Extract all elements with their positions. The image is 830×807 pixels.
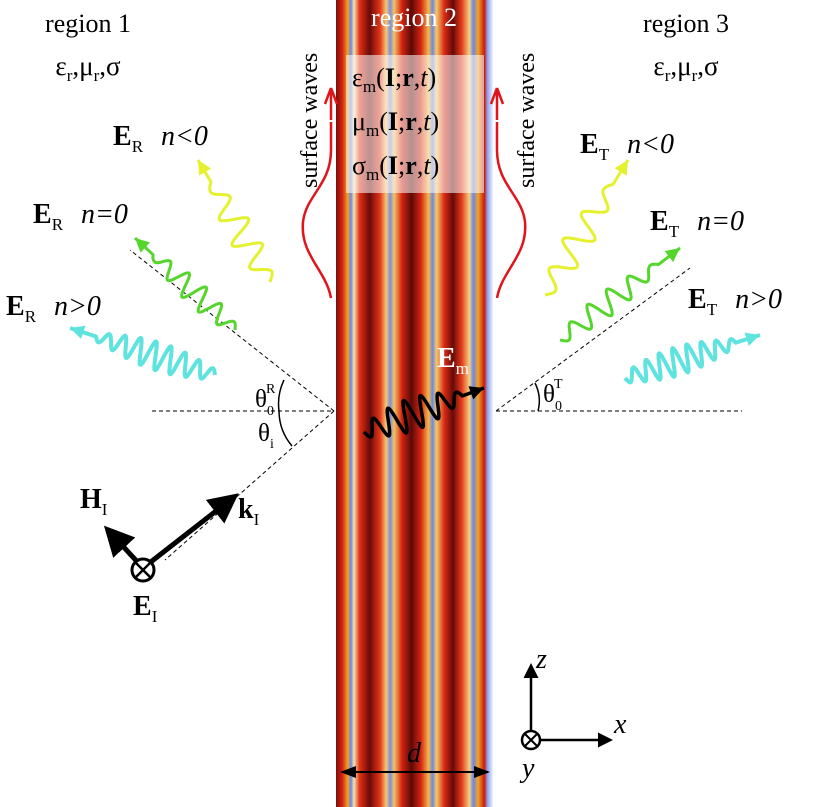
y-axis-label: y — [519, 753, 535, 784]
reflected-wave-n-pos — [69, 325, 217, 381]
region-1-label: region 1 — [45, 9, 131, 38]
region-3-params: εr,μr,σ — [653, 51, 719, 85]
wave-arrowhead — [744, 332, 760, 346]
angle-arc-transmit — [534, 382, 541, 412]
wave-arrowhead — [135, 238, 151, 253]
surface-wave-left — [301, 122, 333, 299]
slab-params-box — [346, 55, 484, 193]
theta-0-T-label: θ0T — [543, 377, 563, 414]
sigma-m-label: σm(I;r,t) — [352, 151, 439, 184]
transmitted-wave-n-pos — [623, 332, 761, 385]
thickness-arrowhead-left — [340, 766, 356, 778]
thickness-label: d — [407, 738, 422, 769]
incident-ray-line — [164, 410, 335, 561]
angle-arc-reflect — [277, 379, 285, 412]
k-vector-label: kI — [238, 494, 260, 529]
thickness-arrowhead-right — [474, 766, 490, 778]
transmitted-ray-line — [495, 267, 691, 412]
angle-arc-incident — [278, 410, 293, 447]
region-3-label: region 3 — [643, 9, 729, 38]
wave-path — [559, 246, 681, 343]
eps-m-label: εm(I;r,t) — [352, 63, 436, 96]
wave-path — [69, 326, 217, 381]
surface-wave-left-arrow — [323, 87, 339, 120]
wave-path — [623, 333, 761, 385]
transmitted-wave-n-neg — [544, 159, 630, 297]
e-field-into-page-icon — [130, 557, 156, 583]
internal-wave — [362, 386, 485, 439]
y-axis-into-page-icon — [520, 729, 542, 751]
theta-i-label: θi — [258, 420, 274, 452]
surface-wave-right-arrow — [489, 87, 505, 120]
transmitted-wave-n-zero — [559, 246, 681, 343]
k-vector-arrow — [141, 493, 239, 570]
wave-arrowhead — [70, 325, 86, 339]
wave-path — [133, 236, 237, 331]
z-axis-label: z — [535, 644, 547, 675]
reflected-wave-n-neg — [196, 159, 274, 283]
wave-arrowhead — [664, 248, 680, 263]
surface-waves-label-left: surface waves — [297, 53, 323, 188]
surface-wave-right — [495, 122, 527, 299]
e-field-label: EI — [133, 591, 158, 626]
wave-arrowhead — [198, 160, 212, 176]
wave-arrowhead — [468, 386, 484, 400]
wave-path — [544, 159, 630, 297]
reflected-ray-line — [129, 249, 335, 412]
region-2-label: region 2 — [371, 3, 457, 32]
wave-path — [362, 386, 485, 439]
wave-arrowhead — [614, 160, 628, 176]
wave-path — [196, 159, 274, 283]
h-field-label: HI — [80, 484, 108, 519]
reflected-wave-n-zero — [133, 236, 237, 331]
internal-field-label: Em — [437, 343, 469, 378]
surface-waves-label-right: surface waves — [514, 53, 540, 188]
x-axis-label: x — [613, 709, 627, 740]
mu-m-label: μm(I;r,t) — [352, 107, 439, 140]
region-1-params: εr,μr,σ — [55, 51, 121, 85]
theta-0-R-label: θ0R — [255, 382, 276, 419]
